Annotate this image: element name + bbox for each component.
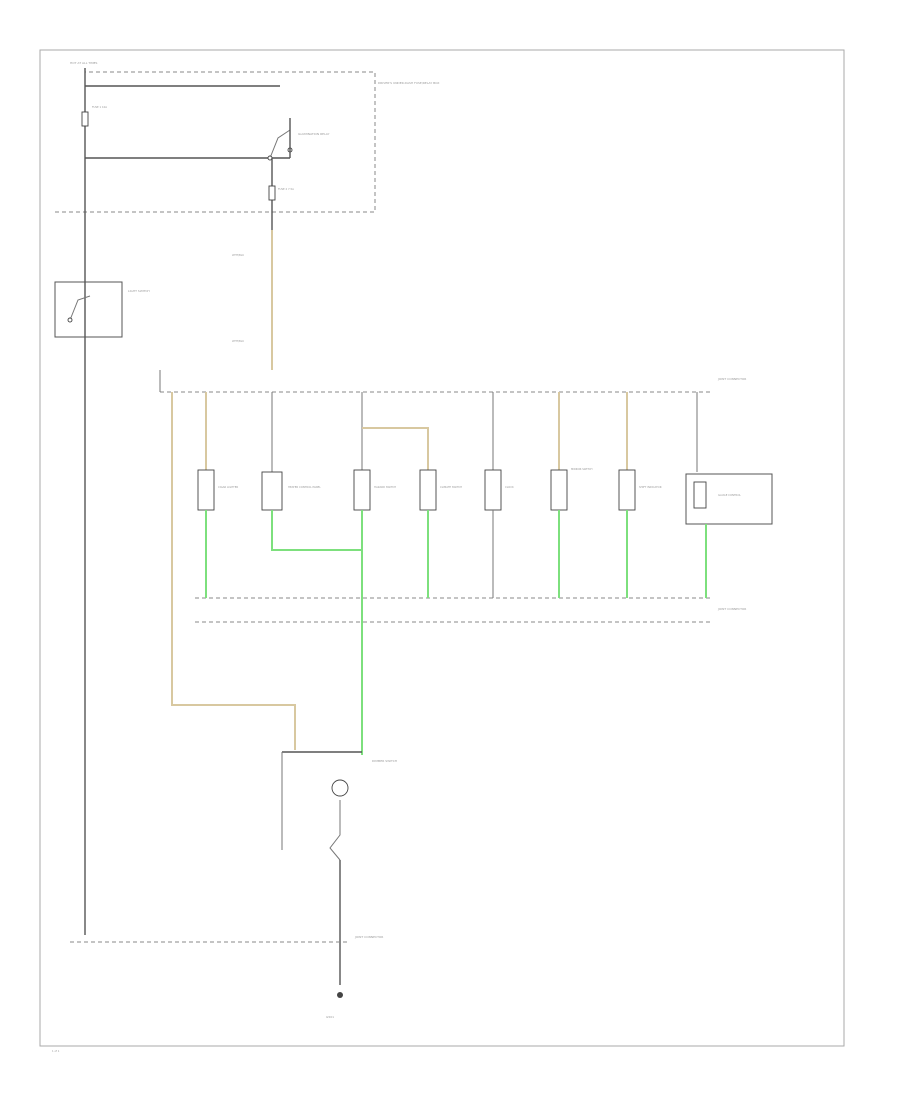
joint-bottom-label: JOINT CONNECTOR [717,607,746,611]
fuse-box-outline [55,71,376,213]
mirror-switch-icon [550,469,568,511]
clock-icon [484,469,502,511]
fuse-a-label: FUSE 1 10A [92,105,107,109]
branch-4: CLIMATE SWITCH [419,469,462,598]
light-switch-contact-icon [67,317,73,323]
ground-icon [337,992,343,998]
ground-label: G501 [326,1015,334,1019]
cigar-lighter-icon [197,469,215,511]
comp-6-label: MIRROR SWITCH [571,467,592,471]
fuse-b-icon [268,185,276,201]
fuse-b-label: FUSE 2 7.5A [278,187,294,191]
bottom-joint-label: JOINT CONNECTOR [354,935,383,939]
wire-code-label: WHT/BLU [232,339,244,343]
branch-8: GAUGE CONTROL [685,392,773,598]
tan-dimmer-wire [171,392,296,750]
gauge-control-box [685,473,773,525]
dimmer-lamp-icon [331,779,349,797]
comp-3-label: HAZARD SWITCH [374,485,396,489]
diagram-frame [39,49,845,1047]
light-switch-box [54,281,123,338]
comp-5-label: CLOCK [505,485,514,489]
branch-3: HAZARD SWITCH [353,392,429,755]
comp-7-label: SHIFT INDICATOR [639,485,662,489]
fuse-a-icon [81,111,89,127]
page-ref: 1 of 1 [52,1049,60,1053]
branch-2: HEATER CONTROL PANEL [261,392,362,551]
comp-4-label: CLIMATE SWITCH [440,485,462,489]
hazard-switch-icon [353,469,371,511]
relay-switch-icon [269,129,291,159]
branch-6: MIRROR SWITCH [550,392,592,598]
light-switch-icon [69,295,91,321]
branch-5: CLOCK [484,392,514,598]
branch-7: SHIFT INDICATOR [618,392,662,598]
comp-1-label: CIGAR LIGHTER [218,485,238,489]
comp-2-label: HEATER CONTROL PANEL [288,485,321,489]
joint-top-label: JOINT CONNECTOR [717,377,746,381]
light-switch-label: LIGHT SWITCH [128,289,150,293]
heater-panel-icon [261,471,283,511]
climate-switch-icon [419,469,437,511]
dimmer-switch-icon [329,800,341,861]
dimmer-label: DIMMER SWITCH [372,759,397,763]
gauge-control-icon [693,481,707,509]
relay-label: ILLUMINATION RELAY [298,132,330,136]
shift-indicator-icon [618,469,636,511]
hot-label: HOT AT ALL TIMES [70,61,98,65]
wire-code-label: WHT/BLU [232,253,244,257]
comp-8-label: GAUGE CONTROL [718,493,741,497]
fuse-box-label: DRIVER'S UNDER-DASH FUSE/RELAY BOX [378,81,439,85]
branch-1: CIGAR LIGHTER [197,392,238,598]
